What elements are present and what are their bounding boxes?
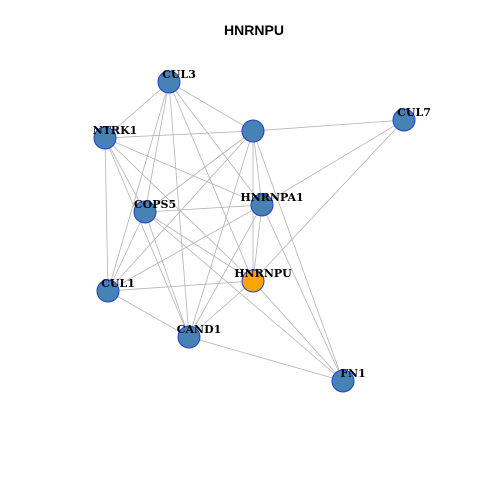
edge-cops5-cand1 [144, 211, 190, 338]
edge-cul3-hnrnpa1 [168, 81, 263, 206]
edge-cul1-cand1 [107, 290, 190, 338]
edge-cand1-fn1 [188, 336, 344, 382]
edge-cul3-cul1 [107, 81, 170, 292]
edge-cul3-ntrk1 [104, 81, 170, 139]
edge-unlabeled-cul7 [252, 119, 405, 132]
node-label-cand1: CAND1 [177, 323, 222, 336]
node-label-hnrnpa1: HNRNPA1 [240, 191, 303, 204]
edge-unlabeled-fn1 [252, 130, 344, 382]
edge-cops5-cul1 [107, 211, 146, 292]
node-cand1 [177, 325, 201, 349]
node-label-cul3: CUL3 [162, 68, 196, 81]
edge-cul3-cops5 [144, 81, 170, 213]
node-label-cul7: CUL7 [397, 106, 431, 119]
edge-ntrk1-cops5 [104, 137, 146, 213]
edge-ntrk1-cand1 [104, 137, 190, 338]
edge-unlabeled-hnrnpa1 [252, 130, 263, 206]
edge-ntrk1-cul1 [104, 137, 109, 292]
edge-ntrk1-unlabeled [104, 130, 254, 139]
edge-cops5-fn1 [144, 211, 344, 382]
diagram-title: HNRNPU [224, 22, 284, 38]
edge-hnrnpa1-cand1 [188, 204, 263, 338]
edge-layer [104, 81, 405, 382]
edge-cul3-hnrnpu [168, 81, 254, 282]
node-label-fn1: FN1 [340, 367, 366, 380]
edge-cul7-hnrnpa1 [261, 119, 405, 206]
edge-cul3-unlabeled [168, 81, 254, 132]
edge-unlabeled-cops5 [144, 130, 254, 213]
node-fn1 [331, 369, 355, 393]
node-hnrnpa1 [250, 193, 274, 217]
node-cul7 [392, 108, 416, 132]
edge-hnrnpu-cul1 [107, 280, 254, 292]
node-unlabeled [241, 119, 265, 143]
edge-cops5-hnrnpu [144, 211, 254, 282]
node-hnrnpu [241, 269, 265, 293]
edge-hnrnpa1-cul1 [107, 204, 263, 292]
node-layer [93, 70, 416, 393]
edge-cops5-hnrnpa1 [144, 204, 263, 213]
edge-hnrnpu-fn1 [252, 280, 344, 382]
node-ntrk1 [93, 126, 117, 150]
node-label-cul1: CUL1 [101, 277, 135, 290]
node-label-ntrk1: NTRK1 [93, 124, 138, 137]
edge-hnrnpa1-hnrnpu [252, 204, 263, 282]
edge-unlabeled-cand1 [188, 130, 254, 338]
node-cul1 [96, 279, 120, 303]
edge-hnrnpu-cand1 [188, 280, 254, 338]
edge-ntrk1-hnrnpa1 [104, 137, 263, 206]
node-cops5 [133, 200, 157, 224]
node-label-cops5: COPS5 [134, 198, 176, 211]
node-label-hnrnpu: HNRNPU [234, 267, 292, 280]
edge-hnrnpa1-fn1 [261, 204, 344, 382]
edge-ntrk1-hnrnpu [104, 137, 254, 282]
edge-unlabeled-cul1 [107, 130, 254, 292]
node-cul3 [157, 70, 181, 94]
edge-cul7-hnrnpu [252, 119, 405, 282]
